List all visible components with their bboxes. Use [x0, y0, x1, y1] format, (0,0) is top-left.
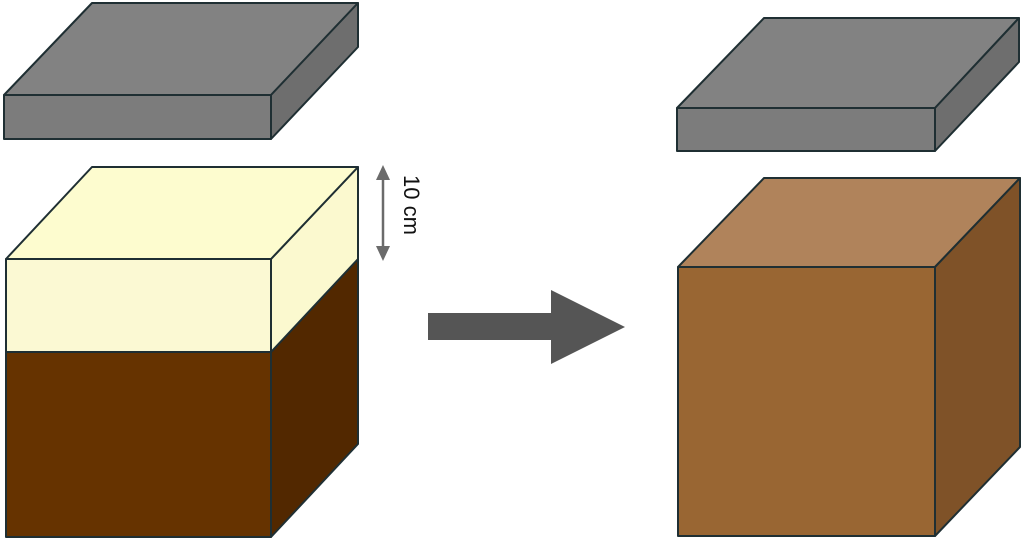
left-top-plate — [3, 2, 359, 140]
right-cube-front-face — [677, 266, 936, 537]
left-layer-front-face — [5, 258, 272, 353]
dimension-arrow-head-up — [376, 165, 390, 180]
layer-thickness-dimension: 10 cm — [376, 165, 424, 261]
left-soil-front-face — [5, 351, 272, 538]
left-plate-front-face — [3, 94, 272, 140]
right-top-plate — [676, 17, 1020, 152]
dimension-label: 10 cm — [399, 175, 424, 235]
left-soil-column — [5, 166, 359, 538]
process-arrow — [428, 290, 625, 364]
dimension-arrow-head-down — [376, 246, 390, 261]
right-mixed-cube — [677, 177, 1021, 537]
right-plate-front-face — [676, 107, 936, 152]
left-layer-top-face — [5, 166, 359, 260]
